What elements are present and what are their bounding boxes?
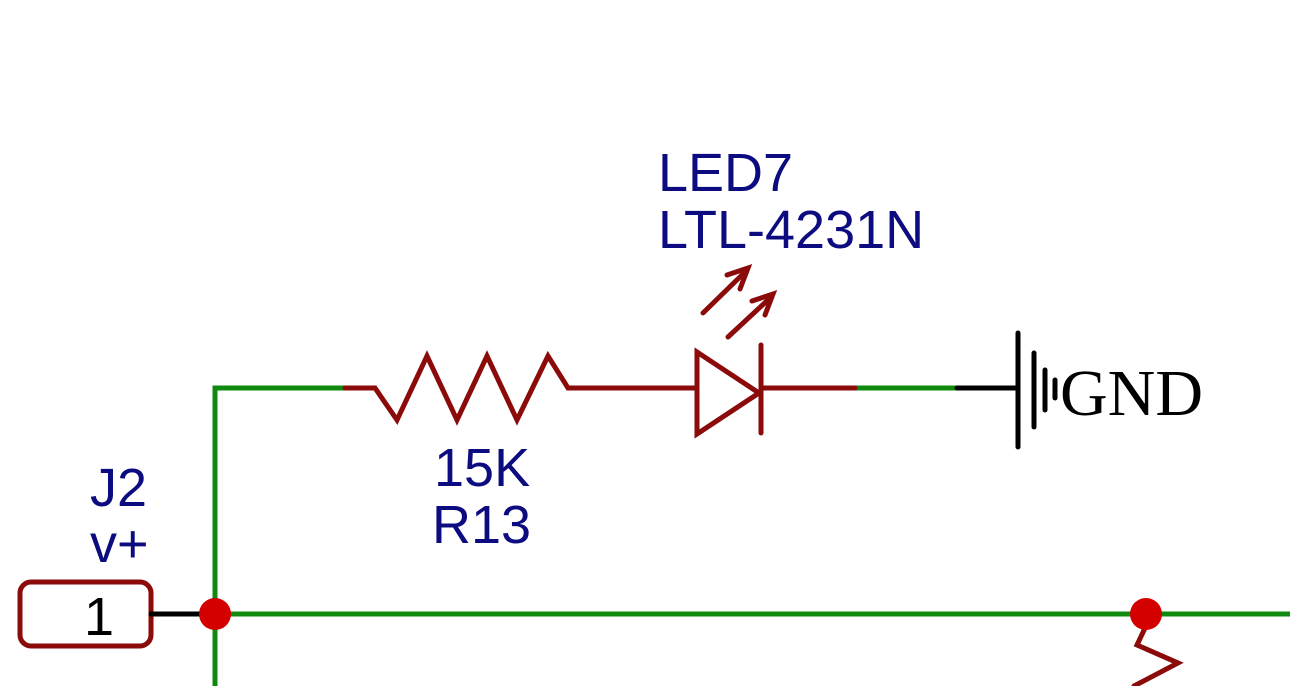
- junction-dot-left: [199, 598, 231, 630]
- led-emission-arrowhead-1: [724, 263, 753, 292]
- led-anode-triangle: [694, 347, 764, 439]
- nets: [212, 385, 1290, 686]
- led-emission-arrow-1: [700, 269, 748, 316]
- gnd-symbol[interactable]: GND: [954, 330, 1203, 450]
- led7-symbol[interactable]: [694, 263, 858, 439]
- connector-j2-symbol[interactable]: 1: [17, 579, 213, 649]
- connector-net-label: v+: [90, 514, 149, 574]
- led-value: LTL-4231N: [658, 200, 924, 260]
- resistor-designator: R13: [432, 495, 531, 555]
- connector-designator: J2: [90, 458, 147, 518]
- resistor-value: 15K: [434, 438, 530, 498]
- led-emission-arrow-2: [725, 295, 773, 340]
- net-v+-to-r13: [212, 385, 345, 686]
- resistor-zigzag: [342, 350, 698, 426]
- junction-dot-right: [1130, 598, 1162, 630]
- led-emission-arrowhead-2: [749, 289, 778, 318]
- connector-pin-number: 1: [84, 587, 114, 647]
- gnd-label: GND: [1060, 357, 1203, 430]
- resistor-r13-symbol[interactable]: [342, 350, 698, 426]
- led-designator: LED7: [658, 143, 793, 203]
